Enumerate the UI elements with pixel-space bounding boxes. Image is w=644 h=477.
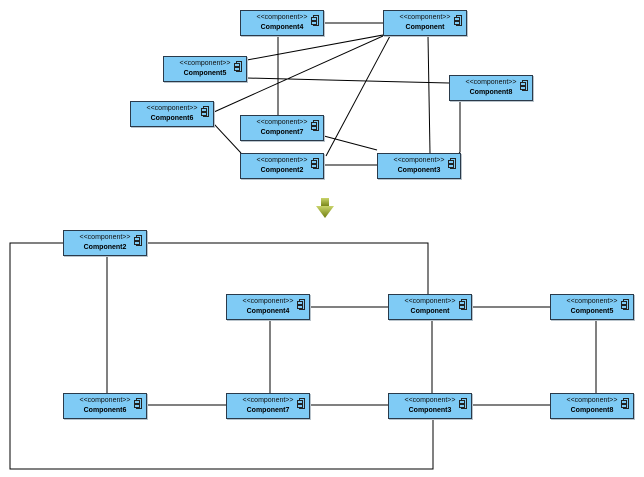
component-name: Component5 [570, 308, 614, 315]
component-node[interactable]: <<component>> Component3 [388, 393, 472, 419]
component-node[interactable]: <<component>> Component7 [226, 393, 310, 419]
component-name: Component3 [397, 167, 441, 174]
component-node[interactable]: <<component>> Component8 [449, 75, 533, 101]
arrow-down-icon [313, 196, 337, 220]
component-name: Component7 [260, 129, 304, 136]
component-node[interactable]: <<component>> Component [388, 294, 472, 320]
component-stereotype: <<component>> [79, 397, 131, 404]
component-icon [297, 299, 305, 310]
component-stereotype: <<component>> [393, 157, 445, 164]
component-icon [201, 106, 209, 117]
component-name: Component6 [83, 407, 127, 414]
component-icon [459, 299, 467, 310]
component-name: Component4 [246, 308, 290, 315]
component-stereotype: <<component>> [79, 234, 131, 241]
component-node[interactable]: <<component>> Component [383, 10, 467, 36]
component-stereotype: <<component>> [256, 119, 308, 126]
component-icon [134, 398, 142, 409]
connector-c6-c2 [213, 123, 242, 154]
component-name: Component [410, 308, 450, 315]
component-icon [621, 299, 629, 310]
component-node[interactable]: <<component>> Component5 [550, 294, 634, 320]
component-node[interactable]: <<component>> Component4 [226, 294, 310, 320]
component-stereotype: <<component>> [566, 298, 618, 305]
component-node[interactable]: <<component>> Component3 [377, 153, 461, 179]
component-stereotype: <<component>> [242, 397, 294, 404]
component-icon [134, 235, 142, 246]
component-stereotype: <<component>> [256, 14, 308, 21]
component-icon [520, 80, 528, 91]
component-node[interactable]: <<component>> Component4 [240, 10, 324, 36]
component-stereotype: <<component>> [256, 157, 308, 164]
component-stereotype: <<component>> [242, 298, 294, 305]
component-icon [448, 158, 456, 169]
component-stereotype: <<component>> [399, 14, 451, 21]
connector-c-c3 [427, 35, 431, 154]
connector-c-c2 [325, 35, 391, 157]
component-node[interactable]: <<component>> Component6 [130, 101, 214, 127]
component-stereotype: <<component>> [404, 397, 456, 404]
component-node[interactable]: <<component>> Component2 [240, 153, 324, 179]
component-name: Component5 [183, 70, 227, 77]
component-name: Component3 [408, 407, 452, 414]
connector-c8-c3 [457, 101, 461, 156]
component-node[interactable]: <<component>> Component8 [550, 393, 634, 419]
component-name: Component6 [150, 115, 194, 122]
component-icon [234, 61, 242, 72]
component-stereotype: <<component>> [465, 79, 517, 86]
component-node[interactable]: <<component>> Component7 [240, 115, 324, 141]
connector-c7-c3 [323, 135, 378, 151]
component-icon [459, 398, 467, 409]
connector-c6-c [213, 35, 384, 113]
component-node[interactable]: <<component>> Component6 [63, 393, 147, 419]
component-name: Component2 [83, 244, 127, 251]
component-name: Component8 [469, 89, 513, 96]
component-stereotype: <<component>> [179, 60, 231, 67]
component-node[interactable]: <<component>> Component2 [63, 230, 147, 256]
component-icon [311, 15, 319, 26]
component-icon [311, 158, 319, 169]
connector-b2-b3-loop [9, 242, 434, 470]
component-stereotype: <<component>> [404, 298, 456, 305]
component-name: Component7 [246, 407, 290, 414]
component-name: Component [405, 24, 445, 31]
component-icon [454, 15, 462, 26]
component-stereotype: <<component>> [566, 397, 618, 404]
connector-c5-c8 [246, 77, 450, 84]
component-icon [297, 398, 305, 409]
connector-b2-b [146, 242, 429, 294]
component-node[interactable]: <<component>> Component5 [163, 56, 247, 82]
component-name: Component4 [260, 24, 304, 31]
component-icon [311, 120, 319, 131]
component-name: Component2 [260, 167, 304, 174]
component-icon [621, 398, 629, 409]
component-name: Component8 [570, 407, 614, 414]
component-stereotype: <<component>> [146, 105, 198, 112]
connector-c5-c [246, 34, 384, 61]
